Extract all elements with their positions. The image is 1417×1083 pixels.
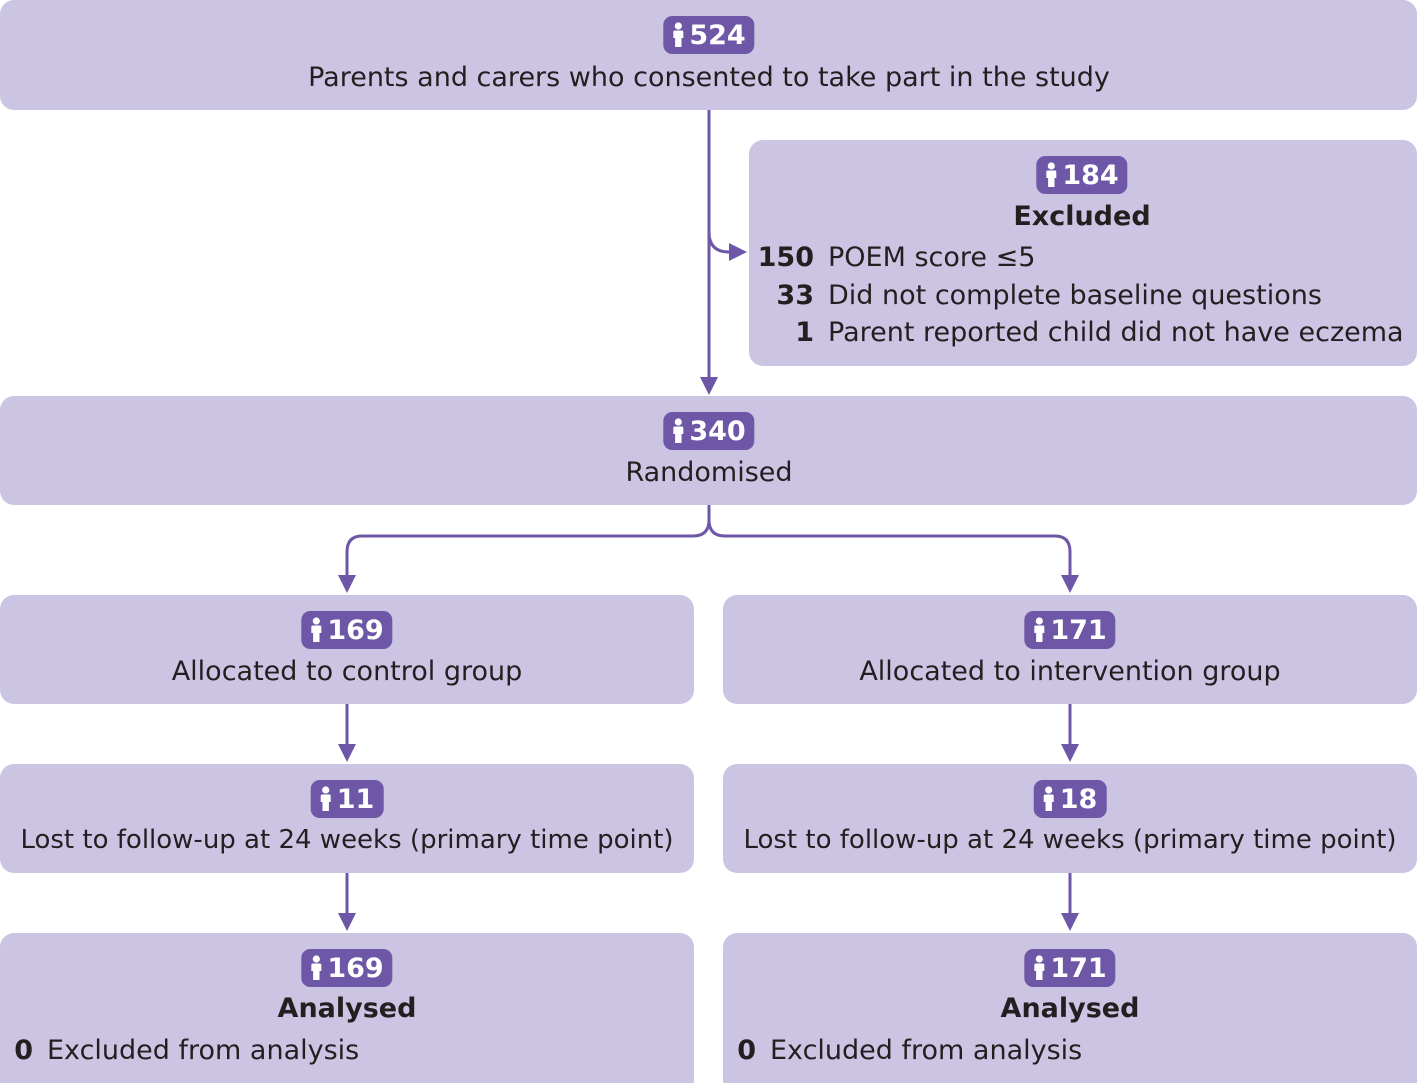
intervention-allocated-count-badge: 171	[1024, 611, 1116, 649]
control-excluded-row: 0 Excluded from analysis	[13, 1035, 359, 1067]
control-allocated-count: 169	[327, 614, 384, 646]
excluded-count-badge: 184	[1036, 156, 1128, 194]
control-allocated-label: Allocated to control group	[171, 656, 523, 687]
intervention-excluded-row: 0 Excluded from analysis	[736, 1035, 1082, 1067]
intervention-lost-count: 18	[1059, 783, 1098, 815]
excluded-reason-count: 33	[776, 280, 814, 311]
excluded-reason-row: 33 Did not complete baseline questions	[756, 280, 1322, 312]
person-icon	[1034, 617, 1045, 642]
person-icon	[311, 617, 322, 642]
excluded-reason-row: 150 POEM score ≤5	[756, 242, 1036, 274]
randomised-count: 340	[689, 415, 746, 447]
person-icon	[320, 786, 331, 811]
control-lost-label: Lost to follow-up at 24 weeks (primary t…	[20, 825, 674, 855]
excluded-reason-text: Did not complete baseline questions	[828, 280, 1322, 311]
person-icon	[1043, 786, 1054, 811]
intervention-lost-count-badge: 18	[1033, 780, 1107, 818]
intervention-allocated-count: 171	[1050, 614, 1107, 646]
intervention-analysed-count-badge: 171	[1024, 949, 1116, 987]
intervention-analysed-title: Analysed	[1000, 993, 1140, 1024]
control-analysed-count: 169	[327, 952, 384, 984]
excluded-reason-text: POEM score ≤5	[828, 242, 1036, 273]
person-icon	[311, 955, 322, 980]
excluded-reason-text: Parent reported child did not have eczem…	[828, 317, 1404, 348]
arrow-randomised-to-control	[338, 505, 711, 593]
person-icon	[1046, 162, 1057, 187]
randomised-label: Randomised	[625, 457, 793, 488]
person-icon	[673, 418, 684, 443]
intervention-allocated-label: Allocated to intervention group	[859, 656, 1281, 687]
intervention-excluded-text: Excluded from analysis	[770, 1035, 1083, 1066]
control-excluded-text: Excluded from analysis	[47, 1035, 360, 1066]
control-analysed-title: Analysed	[277, 993, 417, 1024]
consented-count-badge: 524	[663, 16, 755, 54]
consented-count: 524	[689, 19, 746, 51]
excluded-title: Excluded	[1013, 201, 1151, 232]
intervention-excluded-count: 0	[737, 1035, 756, 1066]
randomised-count-badge: 340	[663, 412, 755, 450]
control-excluded-count: 0	[14, 1035, 33, 1066]
intervention-analysed-count: 171	[1050, 952, 1107, 984]
control-allocated-count-badge: 169	[301, 611, 393, 649]
person-icon	[1034, 955, 1045, 980]
control-lost-count: 11	[336, 783, 375, 815]
arrow-to-excluded	[707, 231, 747, 261]
excluded-reason-row: 1 Parent reported child did not have ecze…	[756, 317, 1404, 349]
excluded-reason-count: 1	[795, 317, 814, 348]
consented-label: Parents and carers who consented to take…	[308, 62, 1110, 93]
arrow-randomised-to-intervention	[707, 519, 1079, 593]
control-analysed-count-badge: 169	[301, 949, 393, 987]
intervention-lost-label: Lost to follow-up at 24 weeks (primary t…	[743, 825, 1397, 855]
excluded-count: 184	[1062, 159, 1119, 191]
control-lost-count-badge: 11	[310, 780, 384, 818]
person-icon	[673, 22, 684, 47]
excluded-reason-count: 150	[757, 242, 814, 273]
